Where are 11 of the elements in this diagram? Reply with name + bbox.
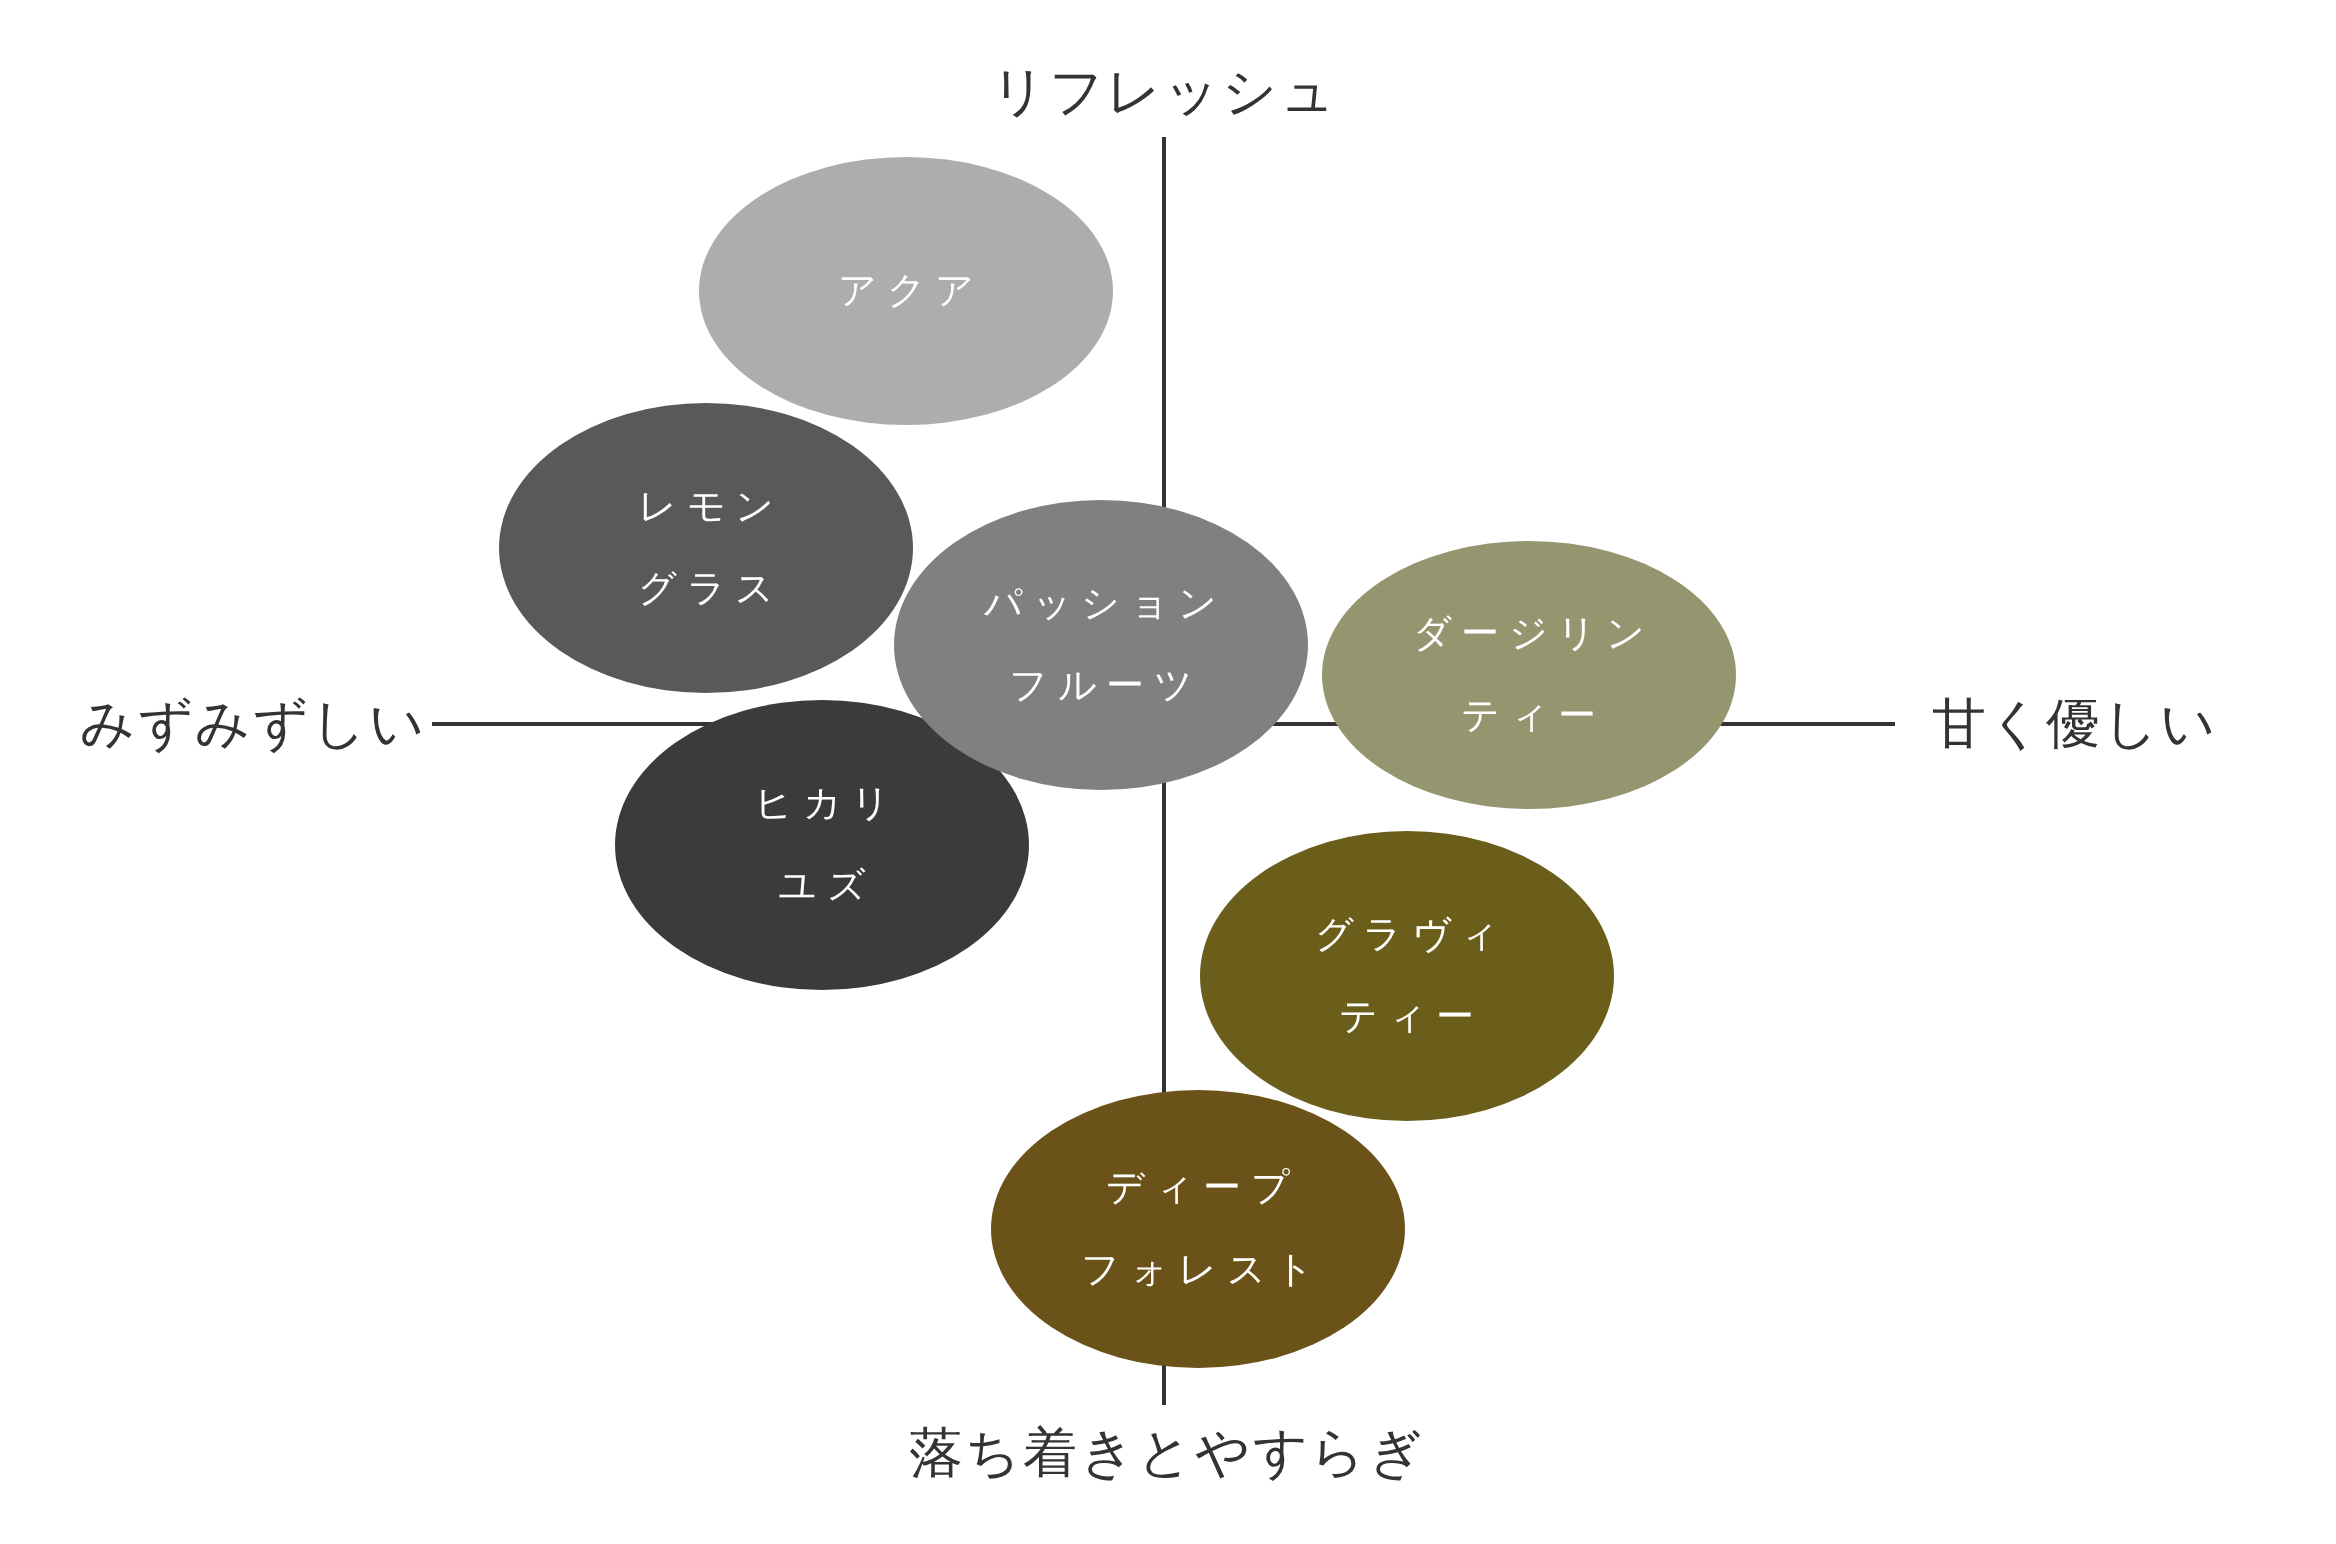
axis-label: みずみずしい bbox=[80, 690, 427, 757]
bubble-label: パッションフルーツ bbox=[983, 580, 1228, 709]
bubble-label: グラヴィティー bbox=[1313, 911, 1510, 1040]
bubble-label: ヒカリユズ bbox=[753, 780, 901, 909]
bubble-label: アクア bbox=[837, 267, 985, 315]
axis-label: リフレッシュ bbox=[991, 58, 1338, 125]
bubble-label: ディープフォレスト bbox=[1080, 1164, 1325, 1293]
axis-label: 甘く優しい bbox=[1931, 690, 2218, 757]
axis-label: 落ち着きとやすらぎ bbox=[908, 1419, 1426, 1486]
bubble-label: レモングラス bbox=[637, 483, 785, 612]
bubble-label: ダージリンティー bbox=[1412, 610, 1656, 739]
